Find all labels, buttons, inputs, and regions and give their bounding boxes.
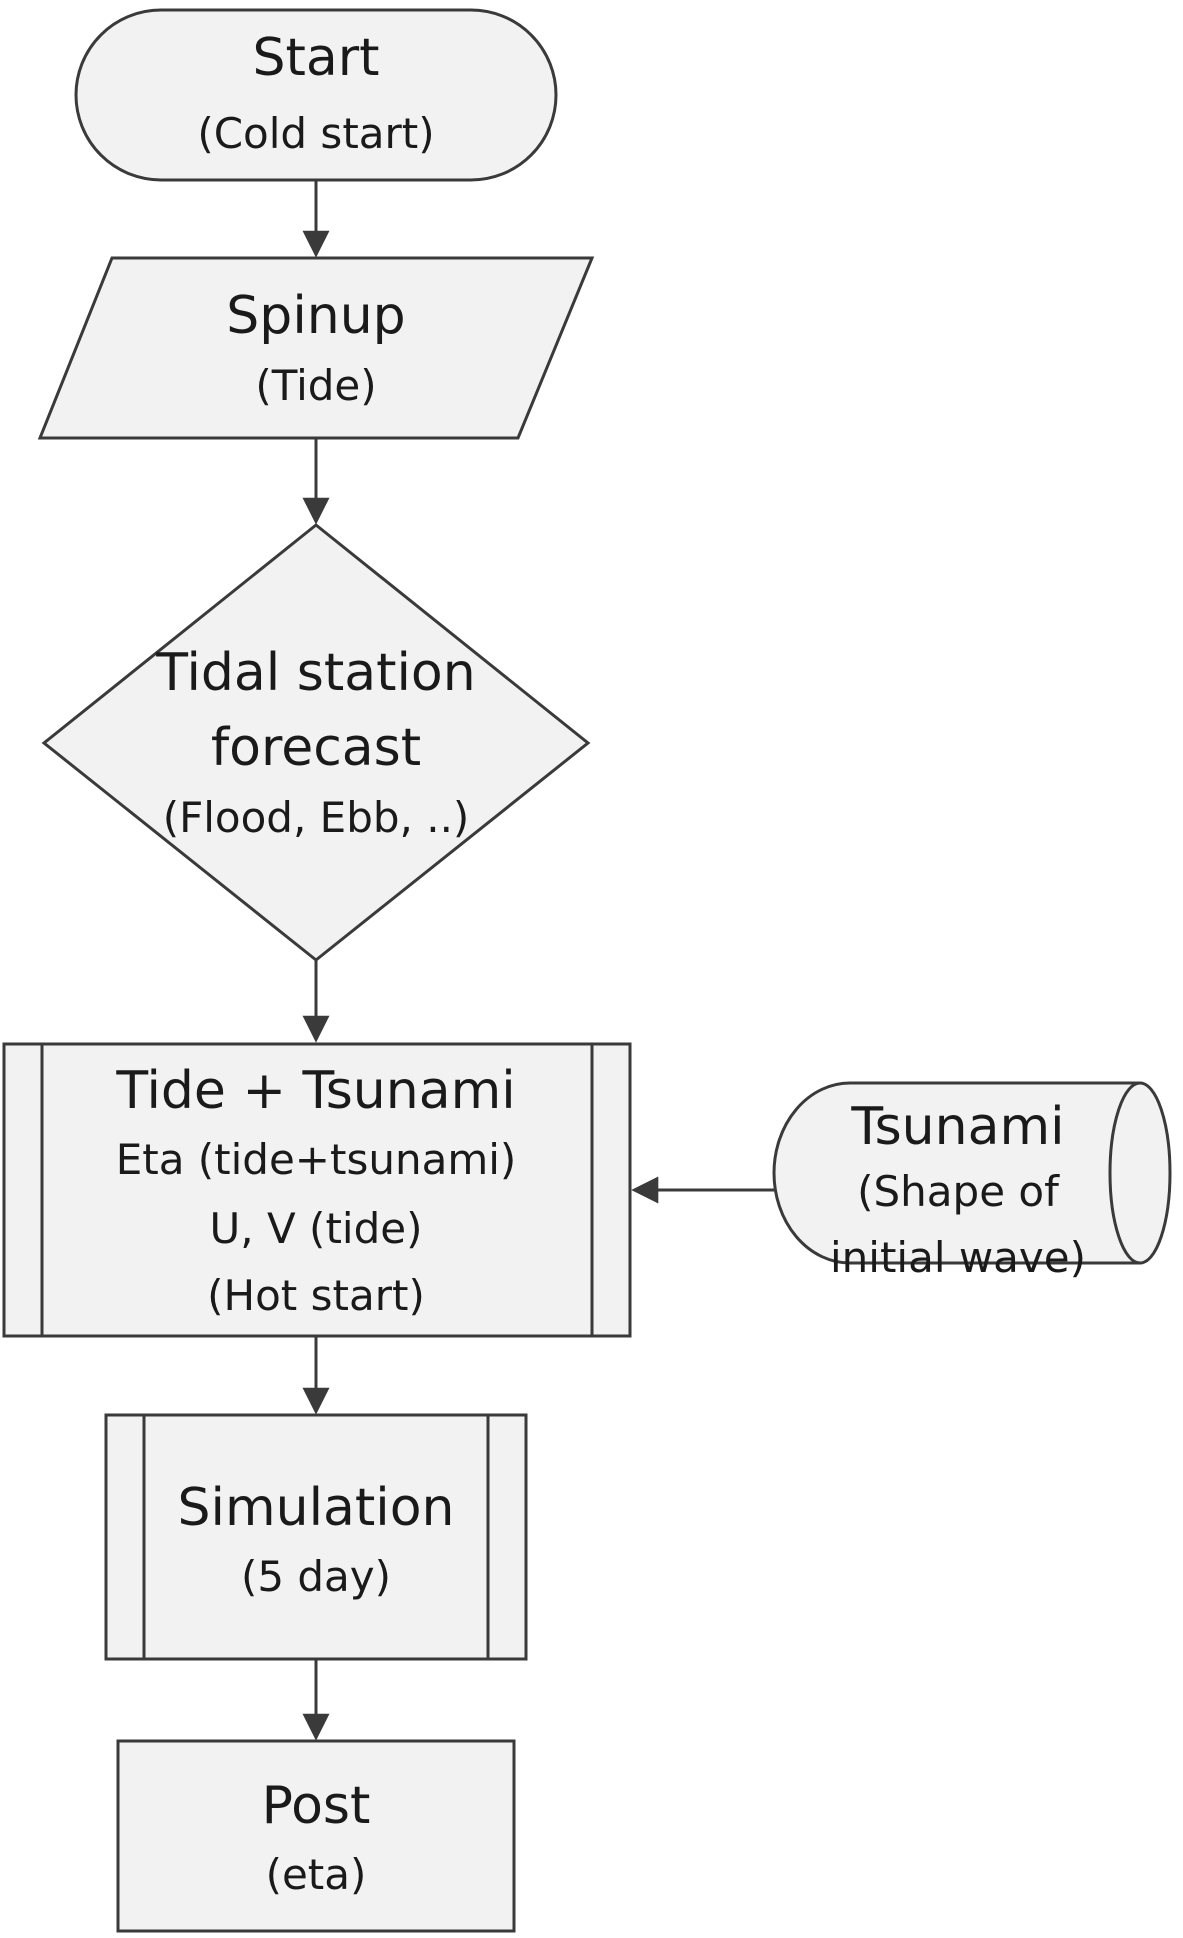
spinup-subtitle: (Tide): [255, 361, 376, 410]
tidal-forecast-line3: (Flood, Ebb, ..): [163, 793, 470, 842]
tidal-forecast-line1: Tidal station: [155, 643, 475, 703]
tsunami-input-line3: initial wave): [830, 1233, 1086, 1282]
tsunami-input-line2: (Shape of: [857, 1167, 1060, 1216]
tidal-forecast-node: Tidal station forecast (Flood, Ebb, ..): [41, 523, 591, 962]
spinup-parallelogram-shape: [37, 256, 595, 440]
tsunami-stored-data-inner-curve: [1108, 1081, 1141, 1265]
tide-tsunami-title: Tide + Tsunami: [115, 1061, 515, 1121]
tidal-forecast-line2: forecast: [211, 718, 421, 778]
post-node: Post (eta): [116, 1739, 516, 1933]
start-subtitle: (Cold start): [197, 109, 434, 158]
tide-tsunami-line4: (Hot start): [207, 1271, 425, 1320]
simulation-node: Simulation (5 day): [104, 1413, 528, 1661]
spinup-title: Spinup: [226, 286, 405, 346]
simulation-process-shape: [104, 1413, 528, 1661]
post-process-shape: [116, 1739, 516, 1933]
tsunami-input-title: Tsunami: [850, 1097, 1064, 1157]
post-title: Post: [262, 1776, 371, 1836]
tide-tsunami-line2: Eta (tide+tsunami): [116, 1135, 517, 1184]
post-subtitle: (eta): [266, 1850, 367, 1899]
start-title: Start: [252, 28, 379, 88]
simulation-subtitle: (5 day): [241, 1552, 391, 1601]
simulation-title: Simulation: [178, 1478, 455, 1538]
tide-tsunami-process-shape: [2, 1042, 632, 1338]
tide-tsunami-line3: U, V (tide): [210, 1204, 423, 1253]
start-node: Start (Cold start): [74, 8, 558, 182]
tide-tsunami-node: Tide + Tsunami Eta (tide+tsunami) U, V (…: [2, 1042, 632, 1338]
spinup-node: Spinup (Tide): [37, 256, 595, 440]
tsunami-input-node: Tsunami (Shape of initial wave): [772, 1081, 1172, 1282]
